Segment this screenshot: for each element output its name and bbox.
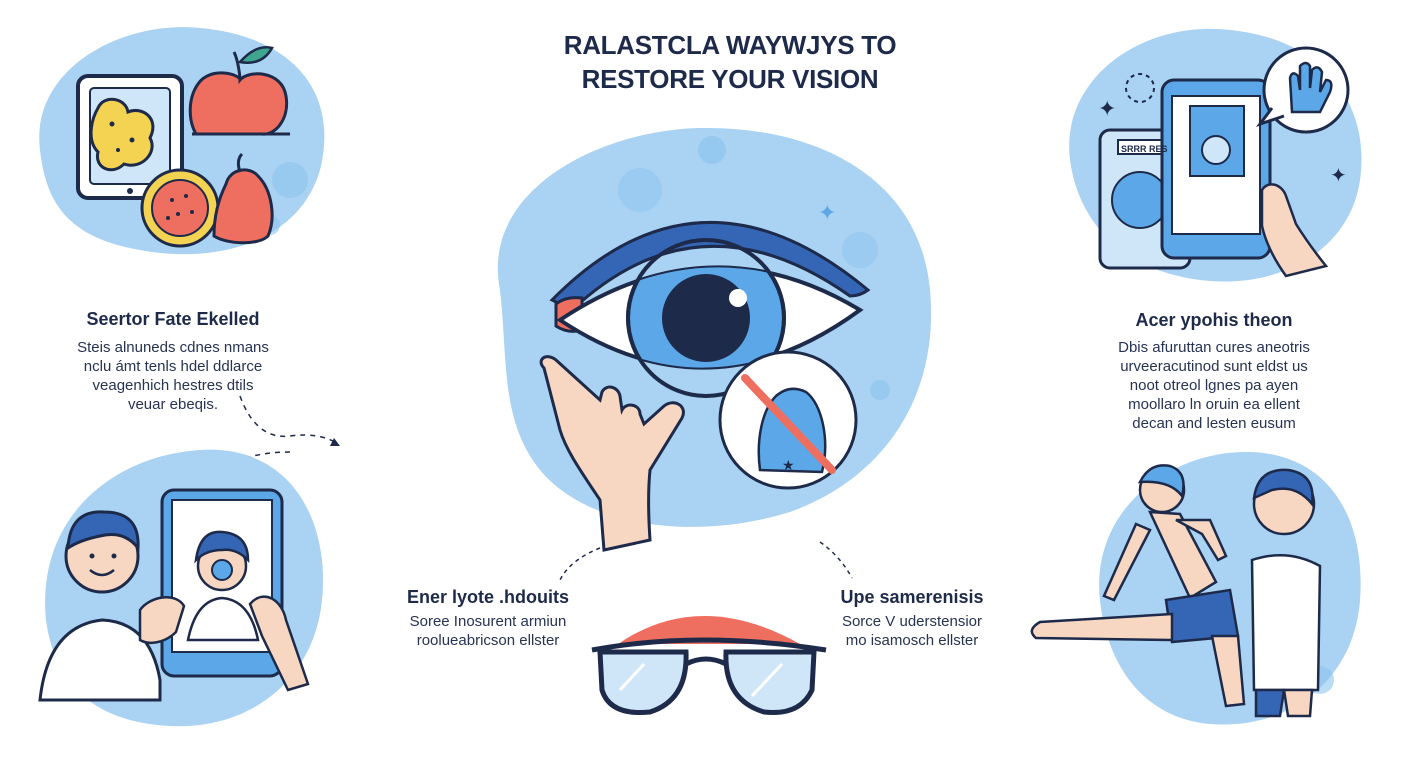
pointing-hand-icon — [539, 355, 685, 552]
bottom-left-text: Soree Inosurent armiun roolueabricson el… — [388, 612, 588, 650]
svg-text:★: ★ — [782, 457, 795, 473]
bottom-right-line: mo isamosch ellster — [845, 632, 979, 649]
top-left-line: Steis alnuneds cdnes nmans — [77, 339, 269, 356]
svg-text:✦: ✦ — [1330, 165, 1347, 187]
bottom-right-line: Sorce V uderstensior — [841, 613, 983, 630]
fruit-tablet-illustration — [39, 27, 325, 255]
video-call-illustration — [38, 449, 323, 727]
bottom-left-heading: Ener lyote .hdouits — [406, 587, 570, 607]
bottom-left-line: roolueabricson ellster — [416, 632, 560, 649]
bottom-left-line: Soree Inosurent armiun — [409, 613, 567, 630]
top-left-line: nclu ámt tenls hdel ddlarce — [83, 358, 263, 375]
top-left-text: Steis alnuneds cdnes nmans nclu ámt tenl… — [60, 338, 286, 414]
bottom-right-text: Sorce V uderstensior mo isamosch ellster — [812, 612, 1012, 650]
page-title: RALASTCLA WAYWJYS TO RESTORE YOUR VISION — [520, 28, 940, 96]
svg-text:✦: ✦ — [818, 200, 836, 225]
svg-text:✦: ✦ — [1098, 96, 1116, 121]
top-right-heading: Acer ypohis theon — [1135, 310, 1293, 330]
top-left-heading: Seertor Fate Ekelled — [86, 309, 260, 329]
eye-illustration: ✦ — [497, 127, 932, 527]
title-line-2: RESTORE YOUR VISION — [581, 64, 879, 94]
top-right-line: urveeracutinod sunt eldst us — [1120, 358, 1308, 375]
top-right-line: moollaro ln oruin ea ellent — [1128, 396, 1300, 413]
exercise-illustration — [1030, 451, 1361, 725]
no-touch-icon: ★ — [718, 350, 858, 490]
top-left-line: veagenhich hestres dtils — [92, 377, 254, 394]
top-right-line: Dbis afuruttan cures aneotris — [1118, 339, 1310, 356]
top-left-line: veuar ebeqis. — [127, 396, 219, 413]
title-line-1: RALASTCLA WAYWJYS TO — [563, 30, 897, 60]
top-right-text: Dbis afuruttan cures aneotris urveeracut… — [1100, 338, 1328, 433]
top-right-line: noot otreol lgnes pa ayen — [1129, 377, 1299, 394]
phone-hand-illustration: ✦ ✦ — [1069, 28, 1362, 282]
bottom-right-heading: Upe samerenisis — [840, 587, 984, 607]
top-right-line: decan and lesten eusum — [1132, 415, 1296, 432]
glasses-icon — [591, 616, 827, 716]
